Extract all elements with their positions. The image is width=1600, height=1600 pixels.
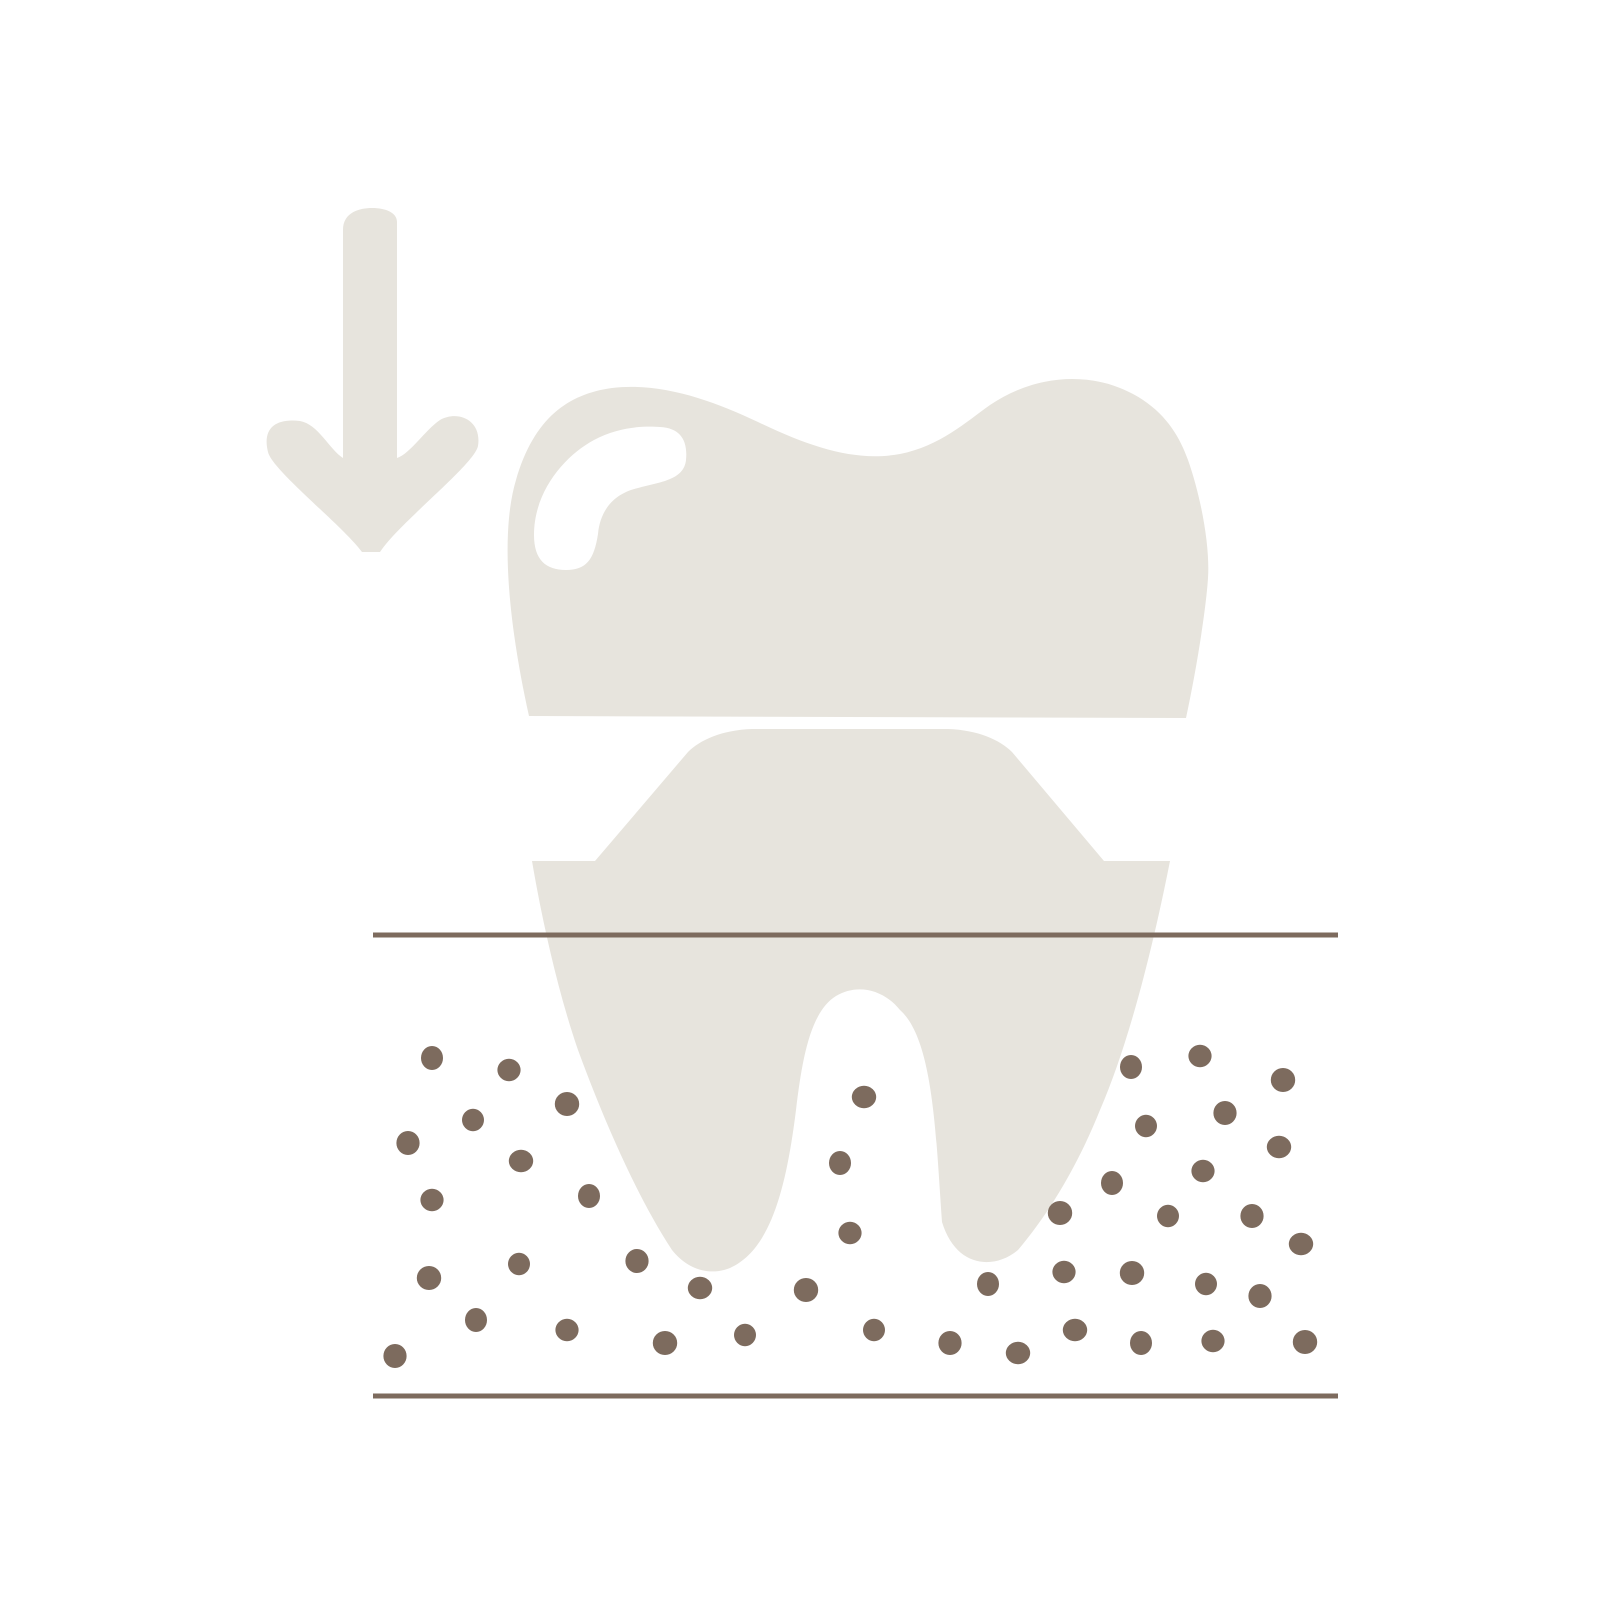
- bone-dot: [625, 1249, 649, 1273]
- bone-dot: [1201, 1329, 1225, 1353]
- bone-dot: [1135, 1114, 1157, 1138]
- bone-dot: [508, 1252, 530, 1276]
- bone-dot: [1191, 1159, 1215, 1183]
- bone-dot: [416, 1266, 442, 1290]
- bone-dot: [863, 1318, 885, 1342]
- bone-dot: [1195, 1272, 1217, 1296]
- bone-dot: [1130, 1331, 1152, 1355]
- bone-dot: [383, 1344, 407, 1368]
- bone-dot: [462, 1108, 484, 1132]
- bone-dot: [1266, 1135, 1292, 1159]
- bone-dot: [652, 1331, 678, 1355]
- bone-dot: [497, 1058, 521, 1082]
- bone-dot: [829, 1151, 851, 1175]
- down-arrow-icon: [266, 208, 479, 552]
- bone-dot: [1288, 1232, 1314, 1256]
- bone-dot: [1292, 1330, 1318, 1354]
- bone-dot: [851, 1085, 877, 1109]
- bone-dot: [1157, 1204, 1179, 1228]
- bone-dot: [554, 1092, 580, 1116]
- bone-dot: [420, 1188, 444, 1212]
- bone-dot: [508, 1149, 534, 1173]
- bone-dot: [1248, 1284, 1272, 1308]
- bone-dot: [578, 1184, 600, 1208]
- bone-dot: [1240, 1204, 1264, 1228]
- bone-dot: [977, 1272, 999, 1296]
- bone-dot: [1047, 1201, 1073, 1225]
- bone-dot: [1188, 1044, 1212, 1068]
- bone-dot: [555, 1318, 579, 1342]
- bone-dot: [1120, 1055, 1142, 1079]
- bone-dot: [793, 1278, 819, 1302]
- tooth-stump-icon: [532, 729, 1170, 1272]
- bone-dot: [687, 1276, 713, 1300]
- bone-dot: [1119, 1261, 1145, 1285]
- bone-dot: [1101, 1171, 1123, 1195]
- bone-dot: [1062, 1318, 1088, 1342]
- bone-dot: [1270, 1068, 1296, 1092]
- bone-dot: [421, 1046, 443, 1070]
- bone-tissue-icon: [383, 1044, 1318, 1368]
- crown-icon: [507, 379, 1209, 718]
- bone-dot: [465, 1308, 487, 1332]
- bone-dot: [1213, 1101, 1237, 1125]
- bone-dot: [1005, 1341, 1031, 1365]
- bone-dot: [734, 1323, 756, 1347]
- bone-dot: [1052, 1260, 1076, 1284]
- bone-dot: [938, 1331, 962, 1355]
- bone-dot: [396, 1131, 420, 1155]
- bone-dot: [838, 1221, 862, 1245]
